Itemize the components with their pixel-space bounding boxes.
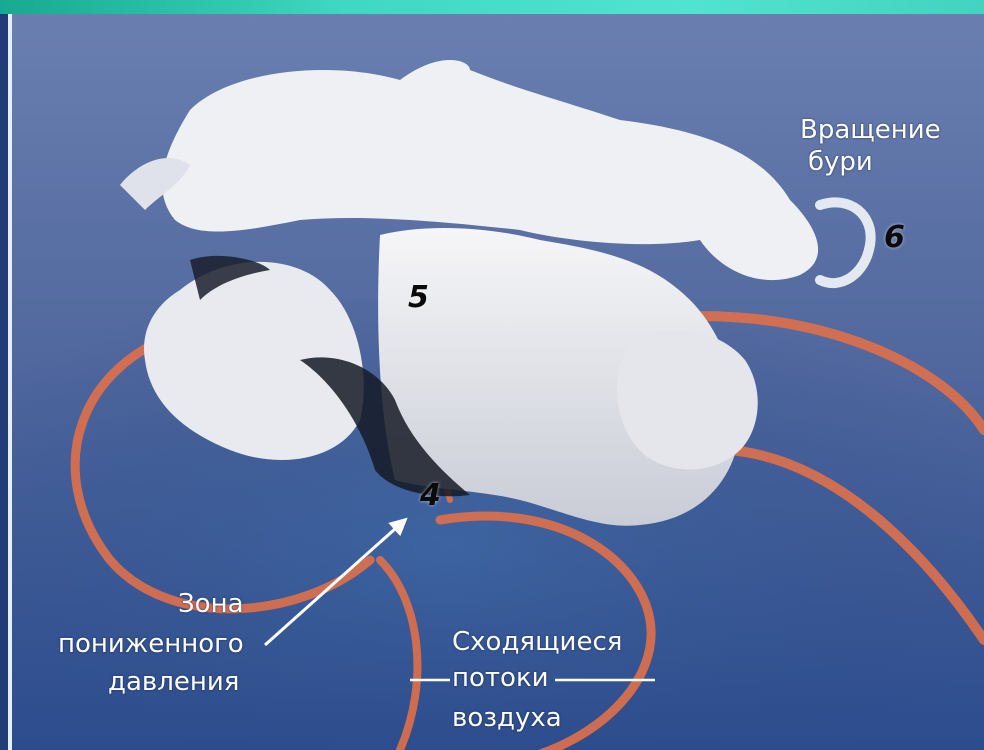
converging-air-label-1: Сходящиеся <box>452 628 622 656</box>
converging-air-label-2: потоки <box>452 664 549 692</box>
marker-6: 6 <box>884 220 905 255</box>
storm-rotation-label-1: Вращение <box>800 116 941 144</box>
low-pressure-label-1: Зона <box>178 590 244 618</box>
low-pressure-label-3: давления <box>108 668 239 696</box>
marker-4: 4 <box>420 478 441 513</box>
converging-air-label-3: воздуха <box>452 704 562 732</box>
marker-5: 5 <box>408 280 429 315</box>
low-pressure-label-2: пониженного <box>58 630 244 658</box>
storm-rotation-label-2: бури <box>808 148 873 176</box>
